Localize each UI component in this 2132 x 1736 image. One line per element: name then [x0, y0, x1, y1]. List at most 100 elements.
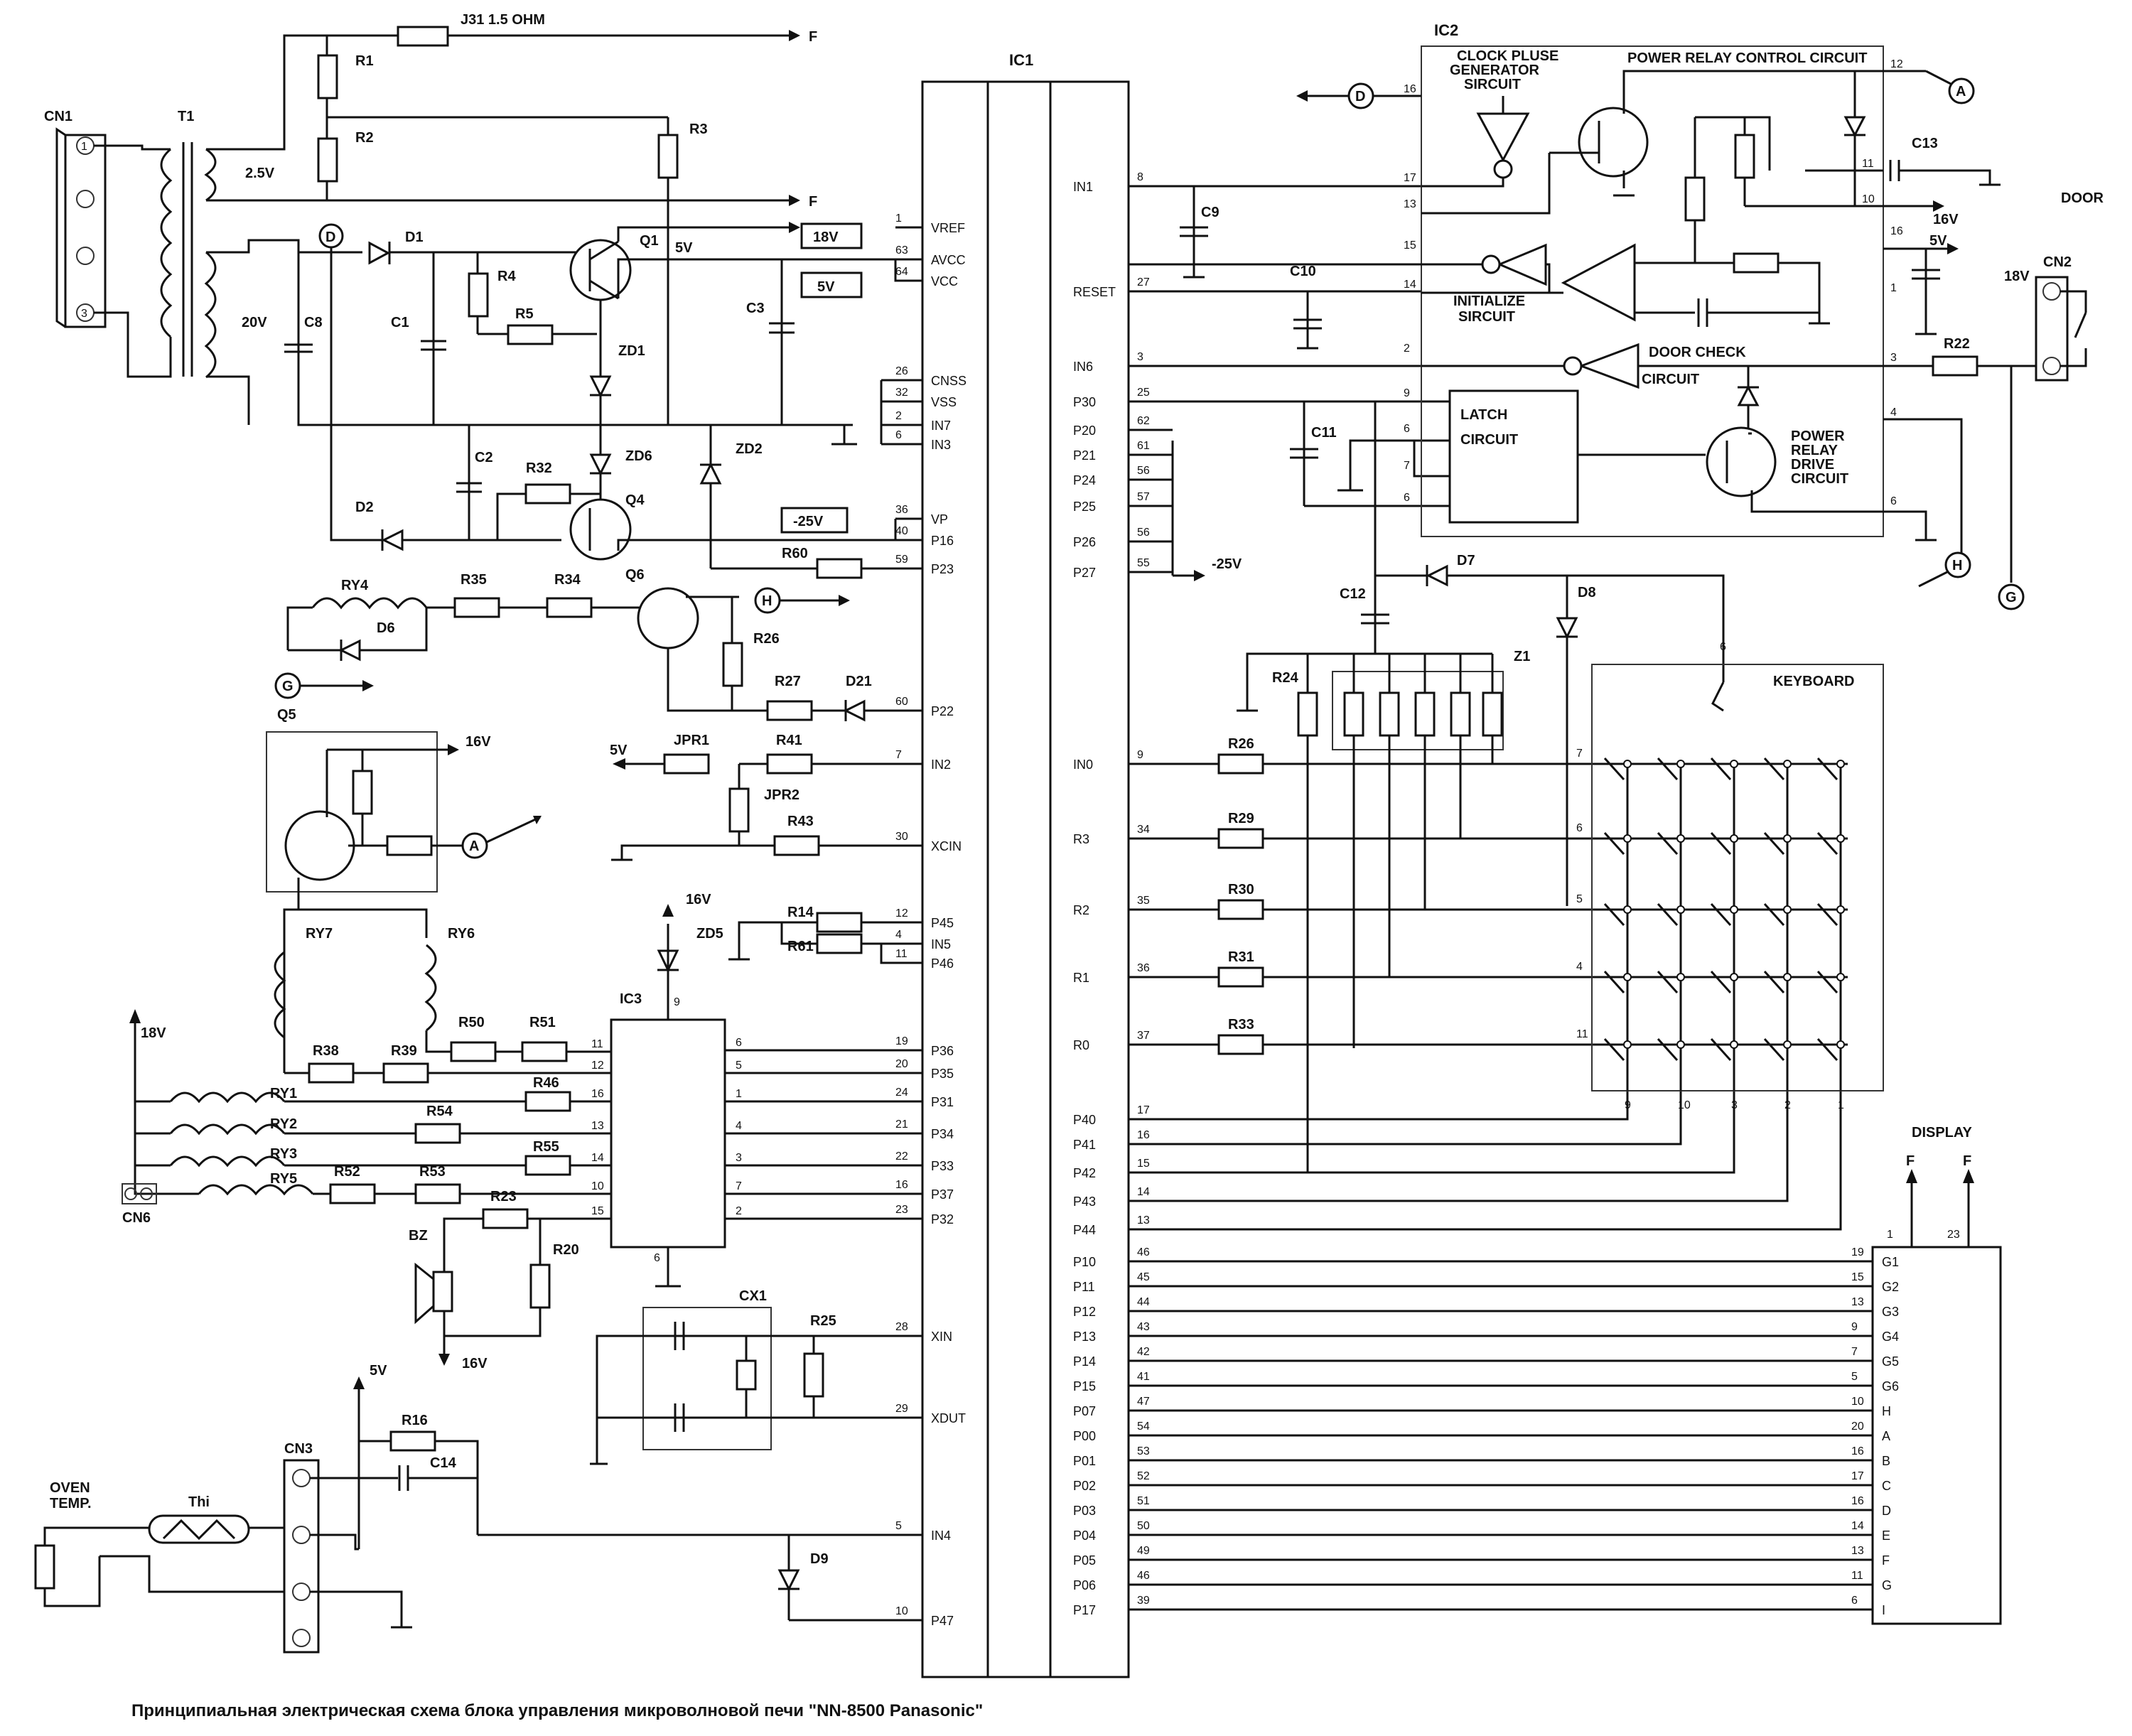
v16b-label: 16V	[686, 892, 711, 907]
zd6-label: ZD6	[625, 448, 652, 464]
ic3-pin: 10	[591, 1180, 604, 1192]
a-terminal-1: A	[469, 839, 479, 854]
ry6-label: RY6	[448, 926, 475, 942]
ic3-pin: 4	[736, 1120, 742, 1132]
ic1-left-pin-num: 30	[895, 831, 908, 843]
display-pin-signal: D	[1882, 1504, 1891, 1518]
keyboard-title: KEYBOARD	[1773, 674, 1854, 689]
temp-label: TEMP.	[50, 1496, 92, 1511]
ic1-left-pin-num: 29	[895, 1403, 908, 1415]
c1-label: C1	[391, 315, 409, 330]
ic2-pin-num: 17	[1404, 172, 1416, 184]
svg-text:6: 6	[654, 1252, 660, 1264]
ic1-right-pin-signal: P13	[1073, 1330, 1096, 1344]
r27-label: R27	[775, 674, 801, 689]
cn6-label: CN6	[122, 1210, 151, 1226]
ic1-left-pin-num: 21	[895, 1118, 908, 1131]
r39-label: R39	[391, 1043, 417, 1059]
v25-label: 2.5V	[245, 166, 275, 181]
ic3-pin: 15	[591, 1205, 604, 1217]
ic2-pin-num: 6	[1404, 423, 1410, 435]
r50-label: R50	[458, 1015, 485, 1030]
r25-label: R25	[810, 1313, 836, 1329]
ic3-pin: 5	[736, 1060, 742, 1072]
ic1-right-pin-num: 39	[1137, 1595, 1150, 1607]
cn2-label: CN2	[2043, 254, 2072, 270]
ic1-right-pin-num: 9	[1137, 749, 1143, 761]
prd-text-3: DRIVE	[1791, 457, 1834, 473]
ic1-right-pin-signal: P43	[1073, 1195, 1096, 1209]
c13-label: C13	[1912, 136, 1938, 151]
v18a-label: 18V	[141, 1025, 166, 1041]
door-label: DOOR	[2061, 190, 2104, 206]
keyboard-col-pin: 1	[1838, 1099, 1844, 1111]
r52-label: R52	[334, 1164, 360, 1180]
ic3-pin: 13	[591, 1120, 604, 1132]
caption: Принципиальная электрическая схема блока…	[131, 1701, 983, 1720]
display-pin-num: 5	[1851, 1371, 1858, 1383]
zd5-label: ZD5	[696, 926, 723, 942]
r35-label: R35	[461, 572, 487, 588]
ic1-left-pins: 1VREF63AVCC64VCC26CNSS32VSS2IN76IN336VP4…	[725, 212, 967, 1628]
ic3-pin: 6	[736, 1037, 742, 1049]
ic2-pin-num: 10	[1862, 193, 1875, 205]
ic1-right-pin-signal: P12	[1073, 1305, 1096, 1319]
ic1-right-pin-signal: P14	[1073, 1354, 1096, 1369]
ic1-right-pin-num: 51	[1137, 1495, 1150, 1507]
ic1-right-pin-num: 8	[1137, 171, 1143, 183]
relay-section: RY4 R35 R34 Q6 H R26 R27 D21 D6 G Q	[122, 567, 922, 1371]
ic1-left-pin-num: 10	[895, 1605, 908, 1617]
display-pin-num: 17	[1851, 1470, 1864, 1482]
ic1-left-pin-signal: P35	[931, 1067, 954, 1081]
display-pin-num: 20	[1851, 1420, 1864, 1433]
ic1-right-pin-signal: P03	[1073, 1504, 1096, 1518]
ic1-right-network: C9 C10 C11 -25V D7 C12 D8 Z	[1129, 185, 1848, 1231]
ic2-pin-num: 14	[1404, 279, 1416, 291]
keyboard-row-pin: 4	[1576, 961, 1583, 973]
ry1-label: RY1	[270, 1086, 297, 1101]
ic1-right-pin-signal: P01	[1073, 1454, 1096, 1468]
clock-text-2: GENERATOR	[1450, 63, 1539, 78]
ic2-pin-num: 16	[1890, 225, 1903, 237]
ic1-right-pin-num: 17	[1137, 1104, 1150, 1116]
ic1-right-pin-signal: P26	[1073, 535, 1096, 549]
display-pin-num: 19	[1851, 1246, 1864, 1258]
row-resistor	[1217, 966, 1264, 988]
t1-label: T1	[178, 109, 194, 124]
r43-label: R43	[787, 814, 814, 829]
ic2-pin-num: 6	[1404, 492, 1410, 504]
ic1-left-pin-signal: VREF	[931, 221, 965, 235]
ic2-pin-num: 1	[1890, 282, 1897, 294]
ic1-right-pin-num: 37	[1137, 1030, 1150, 1042]
keyboard-row-pin: 6	[1576, 822, 1583, 834]
svg-text:9: 9	[674, 996, 680, 1008]
r53-label: R53	[419, 1164, 446, 1180]
row-resistor	[1217, 899, 1264, 920]
ic2: IC2 CLOCK PLUSE GENERATOR SIRCUIT POWER …	[1129, 21, 2104, 610]
ic1-left-pin-signal: P34	[931, 1127, 954, 1141]
prd-text-1: POWER	[1791, 428, 1845, 444]
ic2-pin-num: 16	[1404, 83, 1416, 95]
ic1-right-pin-num: 27	[1137, 276, 1150, 289]
v16c-label: 16V	[462, 1356, 488, 1371]
row-resistor	[1217, 828, 1264, 849]
prd-text-2: RELAY	[1791, 443, 1838, 458]
ic1-right-pin-num: 56	[1137, 527, 1150, 539]
ic1-right-pin-signal: P24	[1073, 473, 1096, 487]
ic1-left-pin-num: 11	[895, 948, 908, 960]
ic1-right-pin-signal: P41	[1073, 1138, 1096, 1152]
ic1-right-pin-num: 57	[1137, 491, 1150, 503]
ic1-right-pin-signal: P00	[1073, 1429, 1096, 1443]
c11-label: C11	[1311, 425, 1337, 441]
ic1-left-pin-num: 28	[895, 1321, 908, 1333]
ic1-left-pin-signal: P16	[931, 534, 954, 548]
display-pin-num: 7	[1851, 1346, 1858, 1358]
display-pin-num: 15	[1851, 1271, 1864, 1283]
ic3-pin: 7	[736, 1180, 742, 1192]
ic1-left-pin-num: 16	[895, 1179, 908, 1191]
svg-text:3: 3	[81, 308, 87, 320]
ic1-left-pin-signal: P46	[931, 956, 954, 971]
